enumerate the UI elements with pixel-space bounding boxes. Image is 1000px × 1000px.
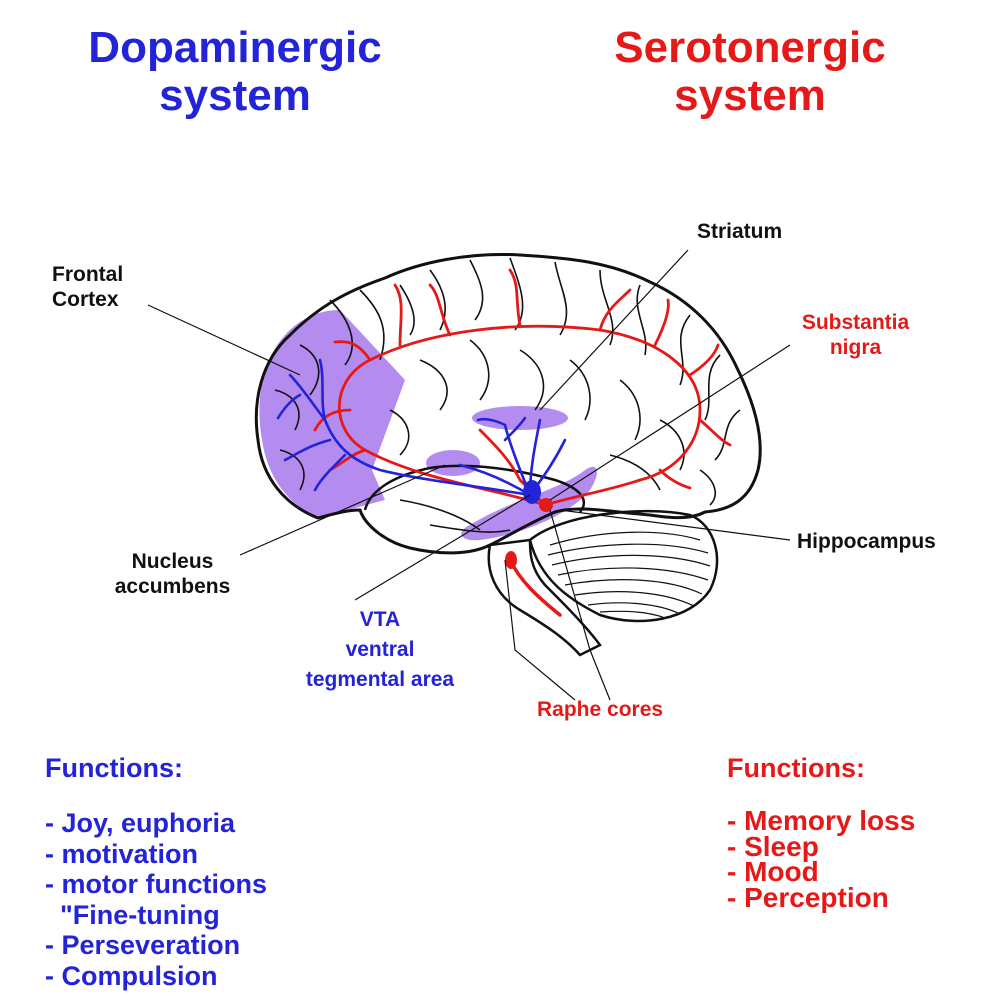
label-striatum: Striatum — [697, 219, 782, 244]
serotonergic-title: Serotonergic system — [555, 24, 945, 120]
serotonergic-title-line-2: system — [674, 71, 826, 120]
label-substantia-nigra-line-2: nigra — [829, 336, 882, 359]
dopaminergic-title-line-2: system — [159, 71, 311, 120]
substantia-nigra-nucleus — [539, 498, 553, 512]
label-substantia-nigra-line-1: Substantia — [801, 311, 910, 334]
label-raphe-cores: Raphe cores — [537, 697, 663, 722]
serotonergic-function-item: - Perception — [727, 881, 889, 913]
dopaminergic-functions: Functions: - Joy, euphoria - motivation … — [45, 752, 267, 991]
label-raphe-cores-text: Raphe cores — [537, 698, 664, 721]
mesocortical-tract — [323, 418, 532, 497]
serotonergic-title-line-1: Serotonergic — [614, 23, 886, 72]
label-hippocampus: Hippocampus — [797, 529, 936, 554]
striatum-leader — [539, 249, 689, 411]
dopaminergic-function-item: - Compulsion — [45, 960, 218, 991]
dopaminergic-functions-heading: Functions: — [45, 753, 183, 783]
serotonergic-functions-heading: Functions: — [727, 753, 865, 783]
raphe-leader-left — [504, 559, 576, 701]
label-substantia-nigra: Substantia nigra — [783, 310, 928, 360]
serotonergic-function-item: - Sleep — [727, 830, 819, 862]
raphe-nucleus — [505, 551, 517, 569]
serotonergic-functions: Functions: - Memory loss - Sleep - Mood … — [727, 752, 916, 913]
serotonergic-function-item: - Mood — [727, 856, 819, 887]
dopaminergic-function-item: "Fine-tuning — [45, 899, 220, 930]
dopaminergic-title: Dopaminergic system — [40, 24, 430, 120]
dopaminergic-function-item: - Joy, euphoria — [45, 808, 236, 838]
dopaminergic-function-item: - motivation — [45, 838, 198, 869]
label-vta-line-3: tegmental area — [305, 668, 455, 691]
leader-lines — [147, 249, 791, 701]
nucleus-accumbens-leader — [239, 464, 446, 556]
temporal-lobe — [363, 464, 586, 513]
striatum-region — [472, 406, 568, 430]
label-nucleus-accumbens: Nucleus accumbens — [95, 549, 250, 599]
label-nucleus-accumbens-line-1: Nucleus — [131, 550, 214, 573]
label-vta-line-2: ventral — [345, 638, 415, 661]
dopaminergic-title-line-1: Dopaminergic — [88, 23, 382, 72]
label-striatum-text: Striatum — [697, 220, 783, 243]
midbrain-region — [461, 466, 597, 541]
nucleus-accumbens-region — [426, 450, 480, 476]
substantia-nigra-leader — [549, 344, 791, 501]
label-frontal-cortex-line-2: Cortex — [52, 288, 119, 311]
label-vta-line-1: VTA — [359, 608, 401, 631]
serotonergic-function-item: - Memory loss — [727, 805, 916, 836]
dopaminergic-function-item: - Perseveration — [45, 930, 241, 960]
label-vta: VTA ventral tegmental area — [285, 605, 475, 695]
dopaminergic-function-item: - motor functions — [45, 869, 267, 899]
cerebrum-outline — [254, 253, 762, 555]
vta-nucleus — [523, 480, 541, 504]
vta-leader — [354, 494, 531, 601]
frontal-cortex-leader — [147, 304, 301, 376]
label-nucleus-accumbens-line-2: accumbens — [114, 575, 231, 598]
label-frontal-cortex-line-1: Frontal — [52, 263, 124, 286]
label-hippocampus-text: Hippocampus — [797, 530, 936, 553]
raphe-leader-right — [549, 509, 611, 701]
label-frontal-cortex: Frontal Cortex — [52, 262, 123, 312]
serotonin-main-arc — [337, 324, 702, 507]
hippocampus-leader — [559, 509, 791, 541]
